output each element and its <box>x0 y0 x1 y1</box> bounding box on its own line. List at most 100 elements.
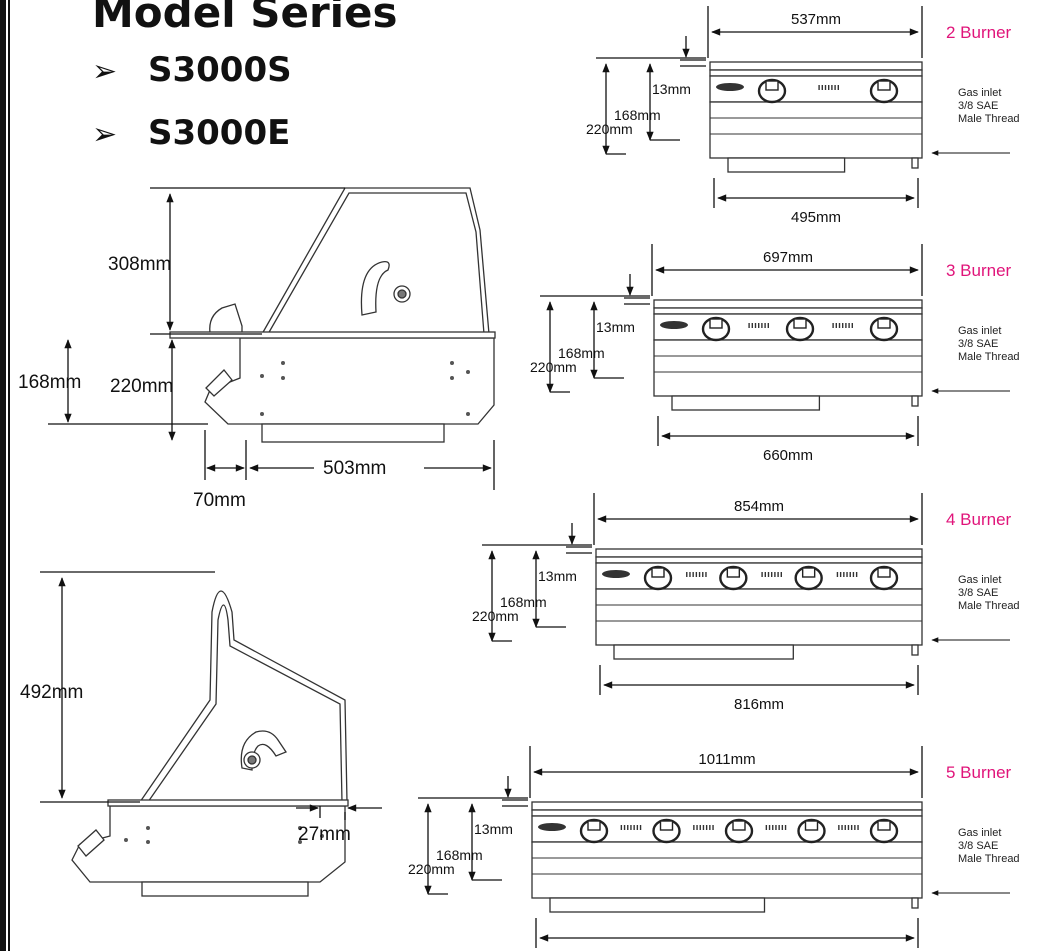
dim-width-bottom: 660mm <box>763 447 813 464</box>
gas-inlet-spec: 3/8 SAE <box>958 100 998 112</box>
ignition-mark <box>841 825 843 830</box>
dim-width-top: 1011mm <box>698 751 755 768</box>
ignition-mark <box>709 825 711 830</box>
brand-logo-icon <box>716 83 744 91</box>
dim-body-height: 220mm <box>110 376 173 397</box>
gas-inlet-label: Gas inlet <box>958 574 1001 586</box>
ignition-mark <box>633 825 635 830</box>
knob-cap <box>732 820 746 831</box>
gas-inlet-thread: Male Thread <box>958 351 1020 363</box>
dim-depth: 503mm <box>323 458 386 479</box>
ignition-mark <box>838 323 841 328</box>
tall-hood-outline <box>138 590 348 803</box>
brand-logo-icon <box>660 321 688 329</box>
model-item: ➢S3000S <box>92 50 292 90</box>
ignition-mark <box>854 825 856 830</box>
ignition-mark <box>630 825 632 830</box>
ignition-mark <box>850 825 853 830</box>
front-tray <box>727 157 846 173</box>
knob-cap <box>587 820 601 831</box>
knob-cap <box>793 318 807 329</box>
handle <box>209 303 243 339</box>
side-view-upper-dims <box>48 187 495 490</box>
ignition-mark <box>692 572 694 577</box>
ignition-mark <box>695 572 698 577</box>
ignition-mark <box>636 825 639 830</box>
ignition-mark <box>857 825 859 830</box>
gas-inlet-label: Gas inlet <box>958 827 1001 839</box>
ignition-mark <box>705 572 707 577</box>
dim-width-bottom: 816mm <box>734 696 784 713</box>
gas-inlet-spec: 3/8 SAE <box>958 338 998 350</box>
ignition-mark <box>777 572 779 577</box>
ignition-mark <box>843 572 845 577</box>
ignition-mark <box>761 323 763 328</box>
hood-inner-line <box>267 192 485 335</box>
gas-inlet-spec: 3/8 SAE <box>958 840 998 852</box>
bullet-arrow-icon: ➢ <box>92 118 118 151</box>
ignition-mark <box>838 825 840 830</box>
knob-cap <box>804 820 819 831</box>
body-tray <box>261 423 445 443</box>
page-title: Model Series <box>92 0 398 37</box>
gas-inlet-fitting <box>911 897 919 909</box>
ignition-mark <box>839 572 842 577</box>
brand-logo-icon <box>538 823 566 831</box>
front-body <box>595 588 923 646</box>
front-lid-lip <box>531 809 923 817</box>
ignition-mark <box>758 323 760 328</box>
dim-hood-height: 308mm <box>108 254 171 275</box>
front-lid-lip <box>709 69 923 77</box>
ignition-mark <box>821 85 823 90</box>
ignition-mark <box>772 825 774 830</box>
ignition-mark <box>768 825 771 830</box>
ignition-mark <box>686 572 688 577</box>
ignition-mark <box>842 323 844 328</box>
gas-inlet-fitting <box>911 395 919 407</box>
front-lid-lip <box>595 556 923 564</box>
ignition-mark <box>851 323 853 328</box>
hood-slot <box>360 261 390 316</box>
ignition-mark <box>754 323 757 328</box>
knob-cap <box>877 820 891 831</box>
ignition-mark <box>774 572 776 577</box>
dim-h13: 13mm <box>538 568 577 584</box>
side-view-lower <box>71 590 349 897</box>
ignition-mark <box>712 825 714 830</box>
ignition-mark <box>702 825 705 830</box>
ignition-mark <box>824 85 827 90</box>
knob-cap <box>765 80 779 91</box>
ignition-mark <box>639 825 642 830</box>
model-name: S3000E <box>148 113 291 153</box>
ignition-mark <box>696 825 698 830</box>
dim-total-height: 492mm <box>20 682 83 703</box>
ignition-mark <box>847 825 850 830</box>
ignition-mark <box>705 825 708 830</box>
tall-hood-inner <box>147 604 343 803</box>
front-tray <box>613 644 794 660</box>
knob-cap <box>801 567 816 578</box>
ignition-mark <box>765 825 768 830</box>
tall-lid-rim <box>107 799 349 807</box>
ignition-mark <box>698 572 701 577</box>
ignition-mark <box>846 572 848 577</box>
gas-inlet-label: Gas inlet <box>958 87 1001 99</box>
front-tray <box>549 897 766 913</box>
gas-inlet-thread: Male Thread <box>958 113 1020 125</box>
dim-width-top: 697mm <box>763 249 813 266</box>
gas-inlet-thread: Male Thread <box>958 600 1020 612</box>
tall-body-tray <box>141 881 309 897</box>
ignition-mark <box>834 85 836 90</box>
knob-cap <box>726 567 741 578</box>
ignition-mark <box>767 572 770 577</box>
page-border-inner <box>8 0 10 951</box>
ignition-mark <box>780 572 782 577</box>
knob-cap <box>877 80 891 91</box>
ignition-mark <box>702 572 704 577</box>
ignition-mark <box>689 572 691 577</box>
gas-inlet-fitting <box>911 644 919 656</box>
dim-h13: 13mm <box>652 81 691 97</box>
ignition-mark <box>767 323 769 328</box>
